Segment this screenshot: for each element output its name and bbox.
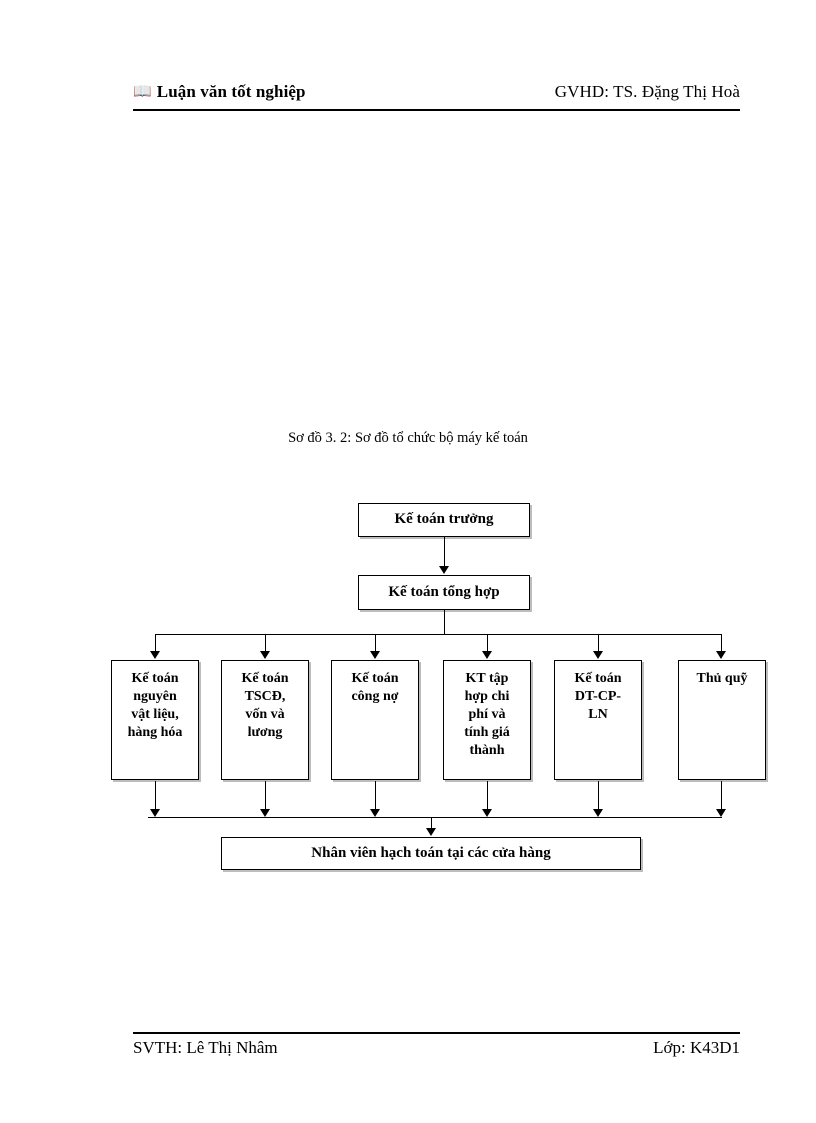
node-label: Nhân viên hạch toán tại các cửa hàng [311, 844, 551, 861]
collect-line-2 [265, 781, 266, 811]
node-label: Kế toán nguyên vật liệu, hàng hóa [127, 671, 183, 740]
arrowhead-dept-6 [716, 651, 726, 659]
drop-line-5 [598, 634, 599, 652]
header-advisor: GVHD: TS. Đặng Thị Hoà [554, 82, 740, 101]
connector-truong-to-tonghop [444, 537, 445, 567]
node-ke-toan-cong-no: Kế toán công nợ [331, 660, 419, 780]
page-footer: SVTH: Lê Thị Nhâm Lớp: K43D1 [133, 1038, 740, 1058]
node-ke-toan-dt-cp-ln: Kế toán DT-CP- LN [554, 660, 642, 780]
arrowhead-collect-5 [593, 809, 603, 817]
collect-line-1 [155, 781, 156, 811]
arrowhead-dept-2 [260, 651, 270, 659]
node-ke-toan-tong-hop: Kế toán tổng hợp [358, 575, 530, 610]
arrowhead-dept-1 [150, 651, 160, 659]
drop-line-6 [721, 634, 722, 652]
header-row: 📖 Luận văn tốt nghiệp GVHD: TS. Đặng Thị… [133, 82, 740, 102]
node-ke-toan-nguyen-vat-lieu-hang-hoa: Kế toán nguyên vật liệu, hàng hóa [111, 660, 199, 780]
node-ke-toan-tscd-von-va-luong: Kế toán TSCĐ, vốn và lương [221, 660, 309, 780]
header-left-group: 📖 Luận văn tốt nghiệp [133, 82, 306, 102]
node-label: Thủ quỹ [696, 671, 748, 686]
header-divider [133, 109, 740, 111]
connector-bus-to-bottom [431, 817, 432, 829]
arrowhead-collect-6 [716, 809, 726, 817]
arrowhead-bottom [426, 828, 436, 836]
node-label: Kế toán trưởng [394, 511, 494, 528]
header-title: Luận văn tốt nghiệp [156, 82, 306, 101]
arrowhead-collect-1 [150, 809, 160, 817]
drop-line-2 [265, 634, 266, 652]
distribution-bus [155, 634, 721, 635]
arrowhead-dept-3 [370, 651, 380, 659]
collection-bus [148, 817, 722, 818]
arrowhead-dept-5 [593, 651, 603, 659]
book-icon: 📖 [133, 84, 152, 100]
arrowhead-collect-3 [370, 809, 380, 817]
page-header: 📖 Luận văn tốt nghiệp GVHD: TS. Đặng Thị… [133, 82, 740, 112]
node-label: Kế toán DT-CP- LN [574, 671, 622, 722]
collect-line-5 [598, 781, 599, 811]
node-ke-toan-truong: Kế toán trưởng [358, 503, 530, 537]
drop-line-4 [487, 634, 488, 652]
drop-line-1 [155, 634, 156, 652]
footer-student: SVTH: Lê Thị Nhâm [133, 1038, 278, 1057]
collect-line-4 [487, 781, 488, 811]
arrowhead-collect-4 [482, 809, 492, 817]
node-kt-tap-hop-chi-phi-va-tinh-gia-thanh: KT tập hợp chi phí và tính giá thành [443, 660, 531, 780]
node-label: KT tập hợp chi phí và tính giá thành [464, 671, 510, 758]
drop-line-3 [375, 634, 376, 652]
node-label: Kế toán tổng hợp [388, 583, 500, 600]
collect-line-3 [375, 781, 376, 811]
node-label: Kế toán công nợ [351, 671, 399, 704]
footer-divider [133, 1032, 740, 1034]
figure-caption: Sơ đồ 3. 2: Sơ đồ tổ chức bộ máy kế toán [288, 430, 528, 446]
node-thu-quy: Thủ quỹ [678, 660, 766, 780]
arrowhead-dept-4 [482, 651, 492, 659]
node-label: Kế toán TSCĐ, vốn và lương [241, 671, 289, 740]
collect-line-6 [721, 781, 722, 811]
arrowhead-tonghop [439, 566, 449, 574]
arrowhead-collect-2 [260, 809, 270, 817]
connector-stem-to-bus [444, 610, 445, 635]
node-nhan-vien-hach-toan: Nhân viên hạch toán tại các cửa hàng [221, 837, 641, 870]
footer-row: SVTH: Lê Thị Nhâm Lớp: K43D1 [133, 1038, 740, 1058]
footer-class: Lớp: K43D1 [653, 1038, 740, 1057]
